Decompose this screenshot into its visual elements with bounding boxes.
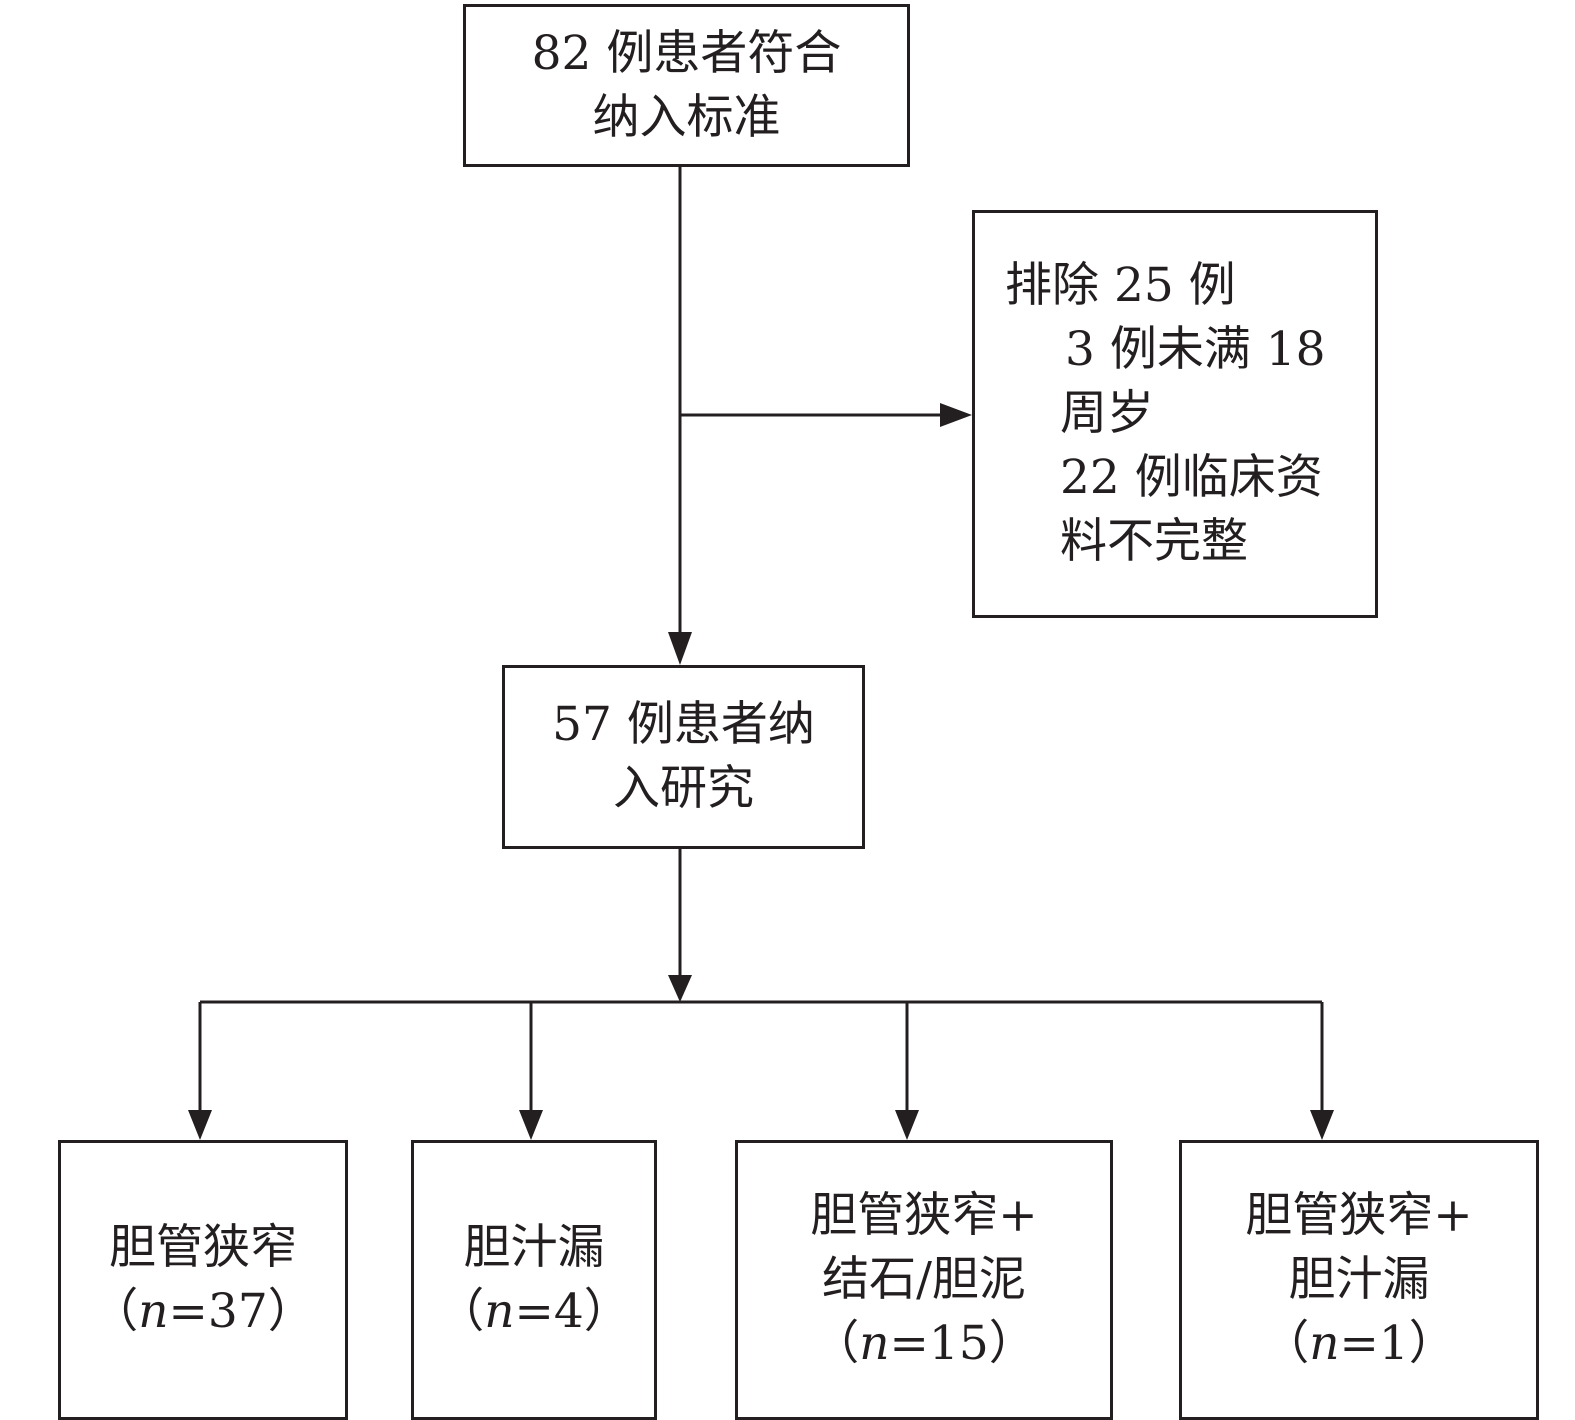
group-3-count: （n=15）	[812, 1312, 1035, 1376]
arrowhead-included	[668, 632, 692, 665]
group-3-paren-close: ）	[988, 1316, 1036, 1371]
group-4-n-value: =1	[1339, 1316, 1409, 1371]
arrowhead-group-2	[519, 1110, 543, 1140]
eligible-line-2: 纳入标准	[592, 89, 781, 145]
arrowhead-group-3	[895, 1110, 919, 1140]
group-4-line-2: 胆汁漏	[1288, 1252, 1430, 1307]
group-1-line-1: 胆管狭窄	[109, 1220, 297, 1275]
group-1-paren-close: ）	[267, 1284, 315, 1339]
eligible-box: 82 例患者符合 纳入标准	[463, 4, 910, 167]
group-4-paren-close: ）	[1408, 1316, 1456, 1371]
excluded-reason-2-line-1: 22 例临床资	[1060, 450, 1323, 505]
group-4-line-1: 胆管狭窄+	[1245, 1188, 1473, 1243]
group-box-bile-leak: 胆汁漏 （n=4）	[411, 1140, 657, 1420]
included-line-2: 入研究	[613, 761, 754, 816]
excluded-reason-1-line-1: 3 例未满 18	[1065, 322, 1326, 377]
group-2-paren-open: （	[437, 1284, 485, 1339]
group-2-n-label: n	[484, 1284, 515, 1339]
group-2-count: （n=4）	[437, 1280, 631, 1344]
group-3-n-value: =15	[889, 1316, 989, 1371]
group-4-paren-open: （	[1262, 1316, 1310, 1371]
eligible-line-1: 82 例患者符合	[531, 25, 842, 81]
arrowhead-group-4	[1310, 1110, 1334, 1140]
group-3-paren-open: （	[812, 1316, 860, 1371]
group-1-count: （n=37）	[91, 1280, 314, 1344]
group-1-n-value: =37	[168, 1284, 268, 1339]
arrowhead-excluded	[940, 403, 972, 427]
group-3-line-2: 结石/胆泥	[822, 1252, 1026, 1307]
group-1-n-label: n	[138, 1284, 169, 1339]
group-2-line-1: 胆汁漏	[463, 1220, 605, 1275]
excluded-reason-2-line-2: 料不完整	[1060, 514, 1248, 569]
group-3-n-label: n	[859, 1316, 890, 1371]
group-box-stricture-stone-sludge: 胆管狭窄+ 结石/胆泥 （n=15）	[735, 1140, 1113, 1420]
group-3-line-1: 胆管狭窄+	[810, 1188, 1038, 1243]
group-4-count: （n=1）	[1262, 1312, 1456, 1376]
excluded-box: 排除 25 例 3 例未满 18 周岁 22 例临床资 料不完整	[972, 210, 1378, 618]
group-2-paren-close: ）	[583, 1284, 631, 1339]
group-box-bile-duct-stricture: 胆管狭窄 （n=37）	[58, 1140, 348, 1420]
included-line-1: 57 例患者纳	[552, 697, 815, 752]
excluded-reason-1-line-2: 周岁	[1060, 386, 1154, 441]
excluded-header: 排除 25 例	[1005, 258, 1236, 313]
group-box-stricture-bile-leak: 胆管狭窄+ 胆汁漏 （n=1）	[1179, 1140, 1539, 1420]
group-2-n-value: =4	[514, 1284, 584, 1339]
group-1-paren-open: （	[91, 1284, 139, 1339]
arrowhead-split	[668, 975, 692, 1002]
group-4-n-label: n	[1309, 1316, 1340, 1371]
arrowhead-group-1	[188, 1110, 212, 1140]
included-box: 57 例患者纳 入研究	[502, 665, 865, 849]
